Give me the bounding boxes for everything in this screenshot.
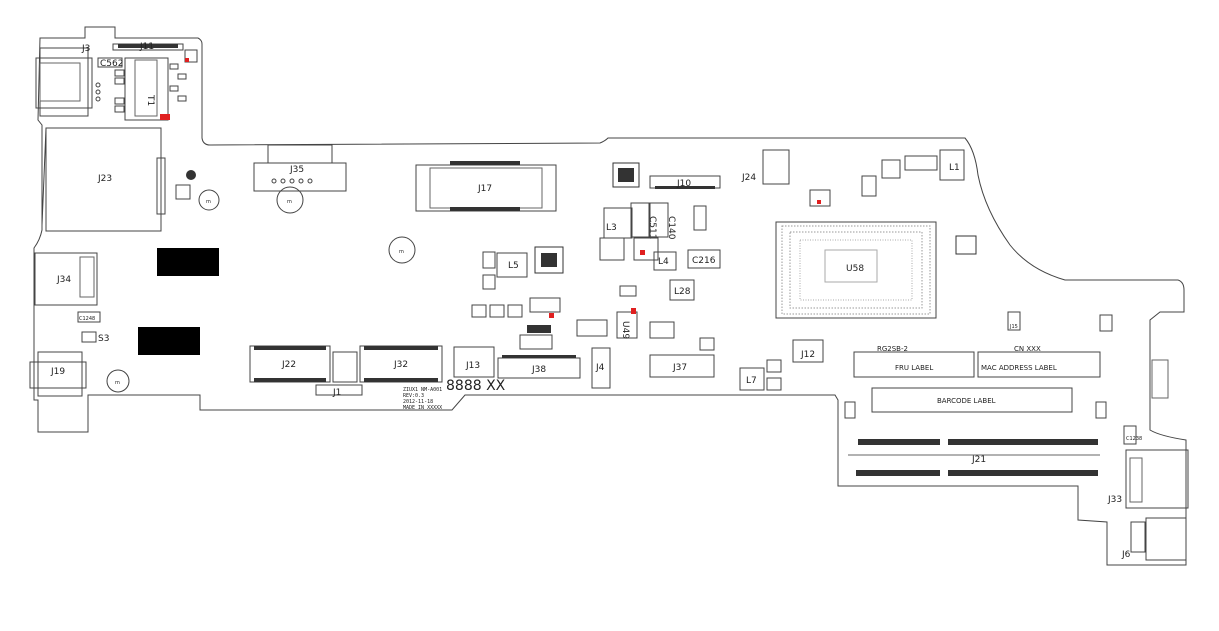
label-c511: C511	[647, 216, 657, 239]
chip-u58: U58	[775, 221, 937, 319]
svg-text:m: m	[115, 380, 120, 386]
label-c1238: C1238	[1126, 436, 1142, 442]
svg-text:m: m	[287, 199, 292, 205]
label-j6: J6	[1121, 550, 1131, 560]
red-marker-1	[185, 58, 189, 62]
slot-j21: J21	[844, 401, 1107, 476]
black-pad-1	[157, 248, 219, 276]
connector-j22: J22	[249, 345, 331, 383]
label-l4: L4	[658, 257, 669, 267]
label-j10: J10	[676, 179, 691, 189]
connector-j3: J3	[35, 44, 93, 117]
silk-line-3: 2012-11-18	[403, 399, 433, 405]
switch-s3-box	[81, 331, 97, 343]
label-j23: J23	[97, 174, 112, 184]
label-c216: C216	[692, 256, 716, 266]
screw-hole-3	[106, 369, 130, 393]
slot-j23: J23	[41, 127, 166, 232]
mac-tag: CN XXX	[1014, 345, 1041, 353]
fru-label-box	[853, 351, 975, 378]
barcode-label: BARCODE LABEL	[937, 397, 996, 405]
connector-j10: J10	[649, 175, 721, 189]
label-j19: J19	[50, 367, 65, 377]
connector-j38: J38	[497, 334, 581, 379]
connector-j17: J17	[415, 161, 557, 212]
barcode-label-box	[871, 387, 1073, 413]
label-c140: C140	[666, 216, 676, 240]
label-j21: J21	[971, 455, 986, 465]
label-j13: J13	[465, 361, 480, 371]
silk-line-4: MADE IN XXXXX	[403, 405, 442, 411]
transformer-t1: T1	[124, 57, 170, 121]
cap-c562-box	[97, 57, 123, 68]
label-s3: S3	[98, 334, 109, 344]
label-j34: J34	[56, 275, 71, 285]
connector-j12: J12	[792, 339, 824, 363]
silk-line-1: ZIUX1 NM-A001	[403, 387, 442, 393]
board-code: 8888 XX	[446, 378, 506, 394]
fru-label: FRU LABEL	[895, 364, 933, 372]
screw-hole-4	[388, 236, 416, 264]
connector-j34: J34	[34, 252, 98, 306]
silk-line-2: REV:0.3	[403, 393, 424, 399]
label-c562: C562	[100, 59, 123, 69]
label-l5: L5	[508, 261, 519, 271]
label-j3: J3	[81, 44, 90, 54]
label-l1: L1	[949, 163, 960, 173]
label-j11: J11	[139, 42, 154, 52]
label-j12: J12	[800, 350, 815, 360]
connector-j11: J11	[112, 42, 184, 52]
connector-j24: J24	[741, 149, 790, 185]
label-j17: J17	[477, 184, 492, 194]
board-outline	[33, 26, 1187, 566]
inductor-l1: L1	[809, 149, 977, 255]
label-u49: U49	[620, 321, 630, 339]
label-j35: J35	[289, 165, 304, 175]
screw-hole-2	[276, 186, 304, 214]
label-c1248: C1248	[79, 316, 95, 322]
component-dot	[186, 170, 196, 180]
label-j22: J22	[281, 360, 296, 370]
label-l28: L28	[674, 287, 691, 297]
connector-j15	[1007, 311, 1021, 331]
chip-u49: U49	[616, 308, 638, 339]
label-j1: J1	[332, 388, 341, 398]
label-l3: L3	[606, 223, 617, 233]
label-j38: J38	[531, 365, 546, 375]
connector-j32: J32	[359, 345, 443, 383]
connector-j37: J37	[649, 354, 715, 378]
connector-j13: J13	[453, 346, 495, 378]
svg-text:m: m	[206, 199, 211, 205]
mac-label-box	[977, 351, 1101, 378]
label-j37: J37	[672, 363, 687, 373]
connector-j35: J35	[253, 144, 347, 192]
connector-j4: J4	[591, 347, 611, 389]
connector-j6: J6	[1121, 517, 1187, 561]
fru-tag: RG2SB-2	[877, 345, 908, 353]
power-area: L3 C511 C140 L5 L4 C216 L28	[471, 162, 721, 351]
cap-c1248-box	[77, 311, 101, 323]
connector-j19: J19	[29, 351, 87, 397]
connector-j1: J1	[315, 351, 363, 398]
screw-hole-1	[198, 189, 220, 211]
label-j24: J24	[741, 173, 756, 183]
label-j4: J4	[595, 363, 605, 373]
label-j32: J32	[393, 360, 408, 370]
inductor-l7: L7	[739, 359, 782, 391]
label-t1: T1	[145, 94, 155, 106]
black-pad-2	[138, 327, 200, 355]
label-j33: J33	[1107, 495, 1122, 505]
label-u58: U58	[846, 264, 864, 274]
svg-text:m: m	[399, 249, 404, 255]
small-parts-t1-area	[95, 49, 198, 113]
connector-j33: J33 C1238	[1107, 425, 1189, 509]
label-j15: J15	[1009, 324, 1018, 330]
label-l7: L7	[746, 376, 757, 386]
mac-label: MAC ADDRESS LABEL	[981, 364, 1057, 372]
